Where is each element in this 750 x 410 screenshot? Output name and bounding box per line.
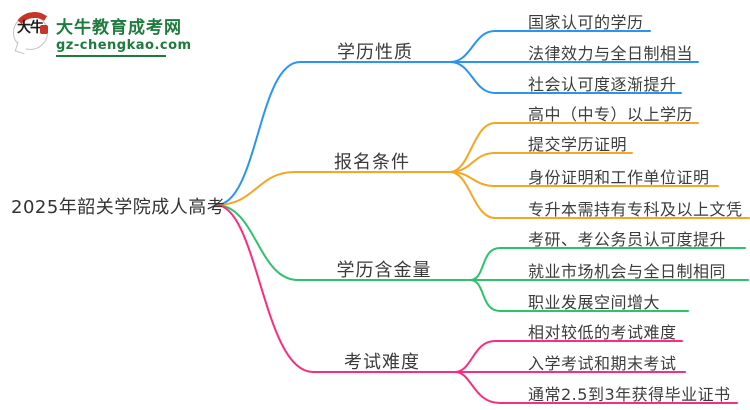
site-logo[interactable]: 大牛 大牛教育成考网 gz-chengkao.com: [11, 9, 192, 55]
branch-degree-value[interactable]: 学历含金量: [336, 260, 432, 281]
branch-registration-requirements[interactable]: 报名条件: [334, 152, 410, 173]
branch-education-nature[interactable]: 学历性质: [337, 42, 413, 63]
logo-bull-icon: 大牛: [11, 9, 57, 55]
logo-underline: [56, 55, 166, 57]
leaf-node[interactable]: 身份证明和工作单位证明: [528, 168, 710, 187]
leaf-node[interactable]: 社会认可度逐渐提升: [528, 75, 677, 94]
branch-lines-education-nature: [215, 30, 699, 206]
logo-domain: gz-chengkao.com: [56, 38, 192, 53]
leaf-node[interactable]: 法律效力与全日制相当: [528, 44, 694, 63]
leaf-node[interactable]: 通常2.5到3年获得毕业证书: [528, 385, 731, 404]
logo-bull-characters: 大牛: [17, 20, 44, 36]
branch-lines-degree-value: [215, 204, 749, 312]
leaf-node[interactable]: 入学考试和期末考试: [528, 354, 677, 373]
leaf-node[interactable]: 专升本需持有专科及以上文凭: [528, 200, 743, 219]
logo-title: 大牛教育成考网: [56, 18, 182, 38]
leaf-node[interactable]: 高中（中专）以上学历: [528, 105, 694, 124]
branch-lines-registration: [215, 122, 750, 219]
leaf-node[interactable]: 相对较低的考试难度: [528, 323, 677, 342]
leaf-node[interactable]: 提交学历证明: [528, 135, 628, 154]
branch-exam-difficulty[interactable]: 考试难度: [344, 352, 420, 373]
root-node[interactable]: 2025年韶关学院成人高考: [11, 197, 226, 218]
leaf-node[interactable]: 就业市场机会与全日制相同: [528, 262, 727, 281]
leaf-node[interactable]: 考研、考公务员认可度提升: [528, 230, 727, 249]
leaf-node[interactable]: 国家认可的学历: [528, 13, 644, 32]
logo-red-seal: [40, 25, 48, 34]
branch-lines-exam-difficulty: [215, 204, 738, 404]
leaf-node[interactable]: 职业发展空间增大: [528, 293, 661, 312]
